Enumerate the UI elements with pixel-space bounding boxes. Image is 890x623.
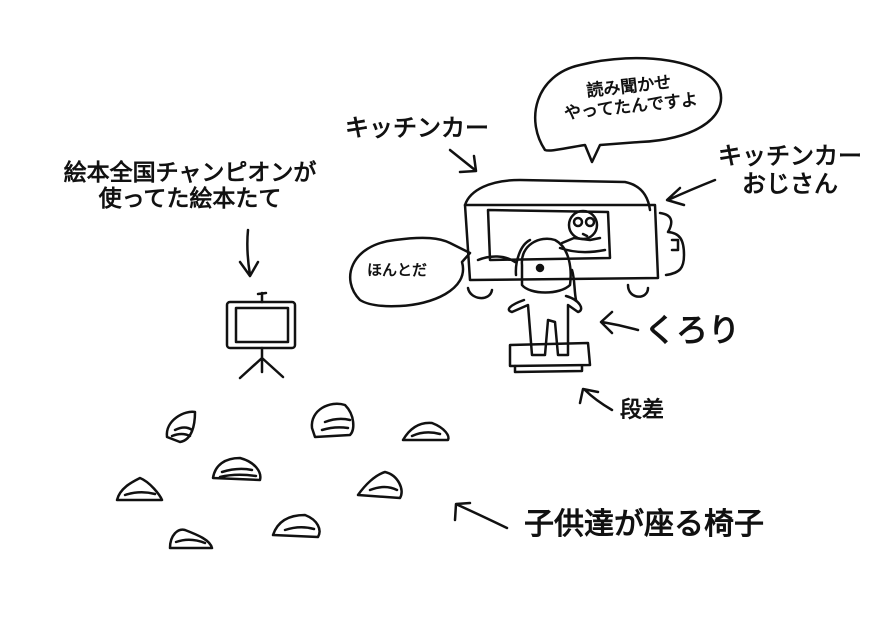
kurori-figure: [507, 237, 583, 357]
arrow-to-kurori: [599, 310, 640, 335]
arrow-to-owner: [665, 178, 717, 207]
owner-label-line1: キッチンカー: [718, 142, 862, 170]
step-label: 段差: [620, 398, 665, 423]
stand-label-line2: 使ってた絵本たて: [98, 186, 282, 213]
arrow-to-chairs: [453, 501, 509, 530]
kitchen-car-label: キッチンカー: [345, 114, 489, 142]
book-stand: [225, 291, 297, 380]
arrow-to-kitchen-car: [448, 148, 478, 174]
step: [508, 341, 592, 374]
kurori-speech: ほんとだ: [367, 261, 428, 279]
stand-label: 絵本全国チャンピオンが 使ってた絵本たて: [40, 160, 340, 213]
kurori-label: くろり: [644, 311, 741, 349]
chairs: [115, 402, 450, 550]
owner-label-line2: おじさん: [742, 169, 838, 198]
speech-bubble-owner: [533, 56, 723, 164]
arrow-to-step: [578, 387, 614, 412]
chairs-label: 子供達が座る椅子: [524, 507, 764, 542]
speech-bubble-kurori: [349, 236, 472, 308]
owner-label: キッチンカー おじさん: [700, 142, 880, 198]
kitchen-car: [463, 178, 686, 300]
kitchen-car-owner: [558, 209, 607, 254]
arrow-to-stand: [238, 228, 260, 278]
stand-label-line1: 絵本全国チャンピオンが: [63, 160, 317, 186]
